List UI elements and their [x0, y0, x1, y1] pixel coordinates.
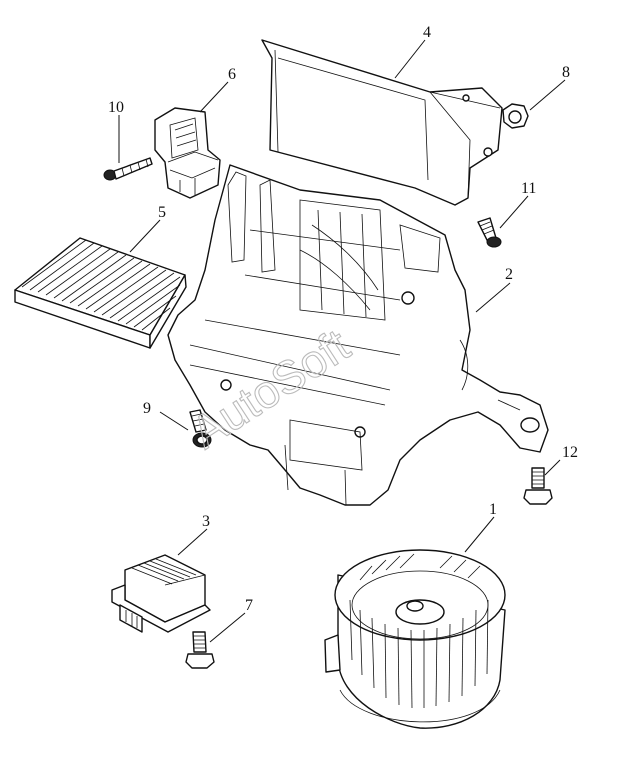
callout-4: 4 [423, 24, 431, 41]
callout-6: 6 [228, 66, 236, 83]
part-10-screw [103, 157, 153, 181]
callout-9: 9 [143, 400, 151, 417]
callout-7: 7 [245, 597, 253, 614]
part-2-blower-housing [167, 164, 549, 506]
part-1-blower-motor [324, 549, 506, 729]
callout-8: 8 [562, 64, 570, 81]
callout-1: 1 [489, 501, 497, 518]
part-6-connector-block [154, 107, 221, 199]
part-3-blower-resistor [111, 554, 211, 633]
leader-lines [118, 39, 566, 643]
callout-11: 11 [521, 180, 536, 197]
part-11-screw [477, 217, 502, 248]
part-12-bolt [523, 467, 553, 505]
part-7-bolt [185, 631, 215, 669]
part-4-duct-cover [261, 39, 503, 206]
callout-12: 12 [562, 444, 578, 461]
part-8-nut [502, 103, 529, 129]
callout-10: 10 [108, 99, 124, 116]
part-9-screw [189, 409, 212, 448]
callout-3: 3 [202, 513, 210, 530]
callout-5: 5 [158, 204, 166, 221]
part-5-cabin-filter [14, 237, 187, 349]
callout-labels: 1 2 3 4 5 6 7 8 9 10 11 12 [108, 24, 578, 614]
callout-2: 2 [505, 266, 513, 283]
